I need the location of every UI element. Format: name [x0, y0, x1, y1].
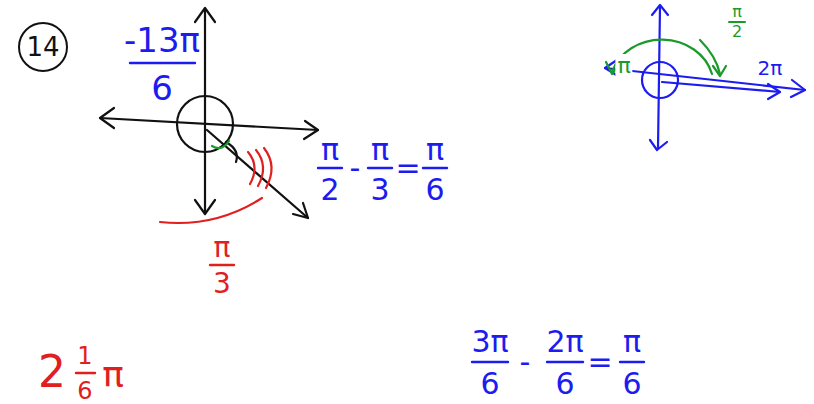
math-term: = [395, 153, 420, 183]
math-term: - [520, 347, 531, 377]
math-term: π [615, 54, 632, 78]
math-term: 2 [732, 24, 742, 40]
math-term: = [587, 347, 612, 377]
math-term: - [350, 153, 361, 183]
math-term: π [321, 135, 339, 165]
math-term: π [214, 234, 231, 262]
math-term: 6 [622, 369, 641, 399]
math-term: 2π [756, 57, 785, 79]
math-term: 6 [480, 369, 499, 399]
math-term: π [426, 135, 444, 165]
math-term: 1 [77, 344, 92, 368]
math-term: 3 [213, 270, 231, 298]
problem-number: 14 [26, 34, 59, 60]
math-term: π [102, 357, 124, 393]
math-term: π [371, 135, 389, 165]
math-term: π [732, 4, 742, 20]
math-term: 6 [555, 369, 574, 399]
math-term: 6 [425, 175, 444, 205]
math-term: -13π [124, 23, 200, 57]
math-term: π [623, 327, 641, 357]
math-term: 3 [370, 175, 389, 205]
math-term: 3π [471, 327, 508, 357]
math-term: 2 [38, 350, 66, 394]
math-term: 2 [320, 175, 339, 205]
math-term: 6 [151, 71, 173, 105]
math-term: 2π [546, 327, 583, 357]
math-term: 6 [77, 379, 92, 403]
circled-number: 14 [18, 22, 68, 72]
